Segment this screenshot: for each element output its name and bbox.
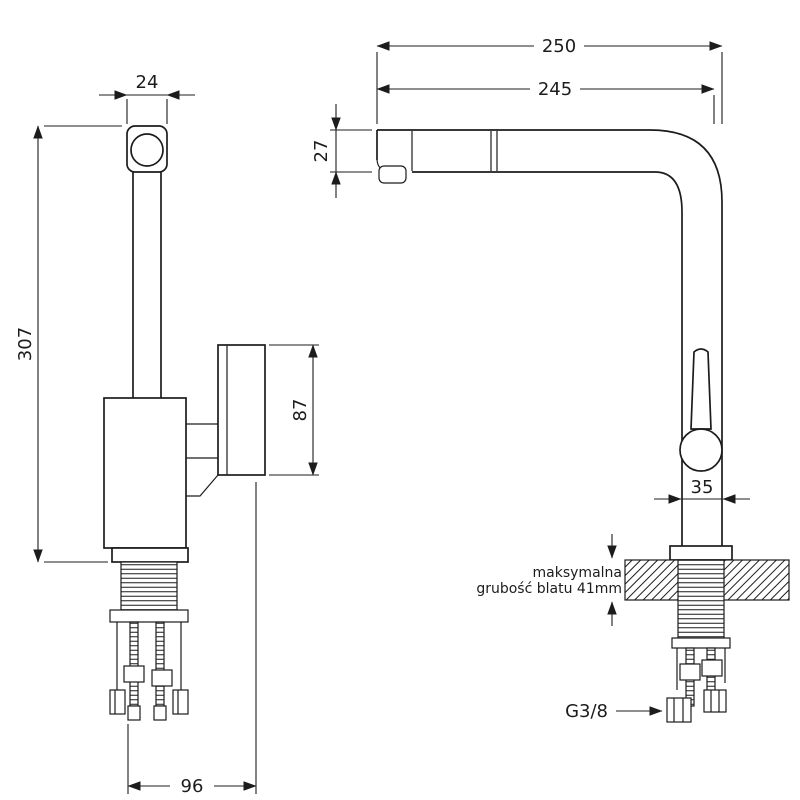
front-handle-ball [679,428,723,472]
dim-96-label: 96 [181,776,204,797]
g38-label: G3/8 [565,701,608,722]
front-mounting-hardware [666,637,731,723]
front-spout-outer [377,129,723,546]
dim-27-label: 27 [311,140,332,163]
dim-35-label: 35 [691,477,714,498]
side-base-flange [111,547,189,563]
front-faucet-body [376,129,723,546]
front-mounting-plate [671,637,731,649]
dimension-spout-diameter: 24 [99,72,195,124]
dimension-handle-length: 87 [269,344,319,476]
dimension-spout-reach: 245 [376,79,715,124]
side-nut-right [151,669,173,687]
countertop: maksymalna grubość blatu 41mm [476,534,790,639]
dim-245-label: 245 [538,79,572,100]
front-nut-right [701,659,723,677]
side-view: 24 307 87 96 [15,72,319,797]
side-hose-fitting-right [172,689,189,715]
side-mounting-plate [109,609,189,623]
dimension-spout-tip-height: 27 [311,104,372,198]
counter-note-line1: maksymalna [533,565,622,581]
side-hose-fitting-left [109,689,126,715]
side-stud-left [129,621,139,707]
front-nut-left [679,663,701,681]
dim-24-label: 24 [136,72,159,93]
side-swivel-joint [130,133,164,167]
dimension-body-width: 35 [654,477,750,504]
dim-307-label: 307 [15,327,36,361]
front-hose-fitting-right [703,689,727,713]
front-base-flange [669,545,733,561]
side-nut-left [123,665,145,683]
side-mixer-body [103,397,187,549]
front-lever-handle [690,348,712,430]
front-aerator [378,165,407,184]
side-lever-handle [217,344,266,476]
side-threaded-shank [120,561,178,611]
front-g38-fitting [666,697,692,723]
side-stud-right [155,621,165,707]
dimension-total-height: 307 [15,125,122,563]
front-spout-inner [412,171,683,546]
thread-size-callout: G3/8 [565,701,663,722]
front-threaded-shank [677,559,725,639]
side-faucet-body [103,125,266,611]
dimension-base-depth: 96 [127,482,257,797]
front-view: maksymalna grubość blatu 41mm 250 [311,36,790,723]
side-spout-cap [126,125,168,173]
dim-250-label: 250 [542,36,576,57]
dim-87-label: 87 [290,399,311,422]
side-mounting-hardware [109,609,189,721]
counter-note-line2: grubość blatu 41mm [476,581,622,597]
